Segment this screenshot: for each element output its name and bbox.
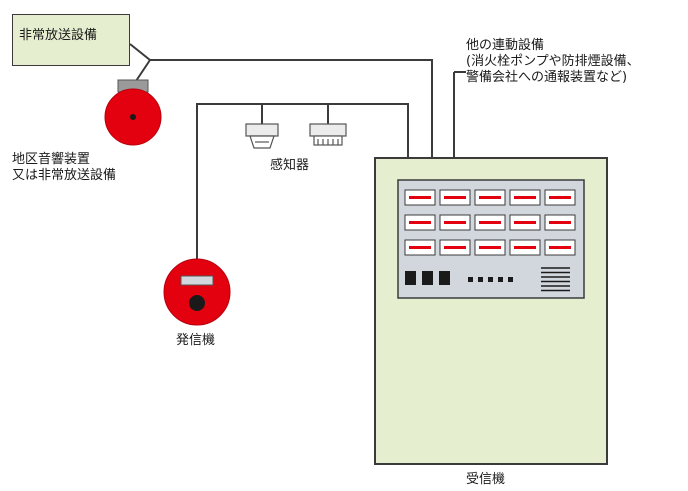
indicator-lamp bbox=[439, 239, 471, 256]
indicator-lamp bbox=[404, 214, 436, 231]
interlock-label-line-2: (消火栓ポンプや防排煙設備、 bbox=[466, 54, 640, 69]
bell-label-line-1: 地区音響装置 bbox=[12, 152, 91, 167]
indicator-lamp bbox=[544, 239, 576, 256]
heat-detector-icon bbox=[245, 123, 279, 149]
bell-label: 地区音響装置 又は非常放送設備 bbox=[12, 152, 116, 184]
transmitter-label: 発信機 bbox=[176, 333, 216, 348]
receiver-indicator-grid bbox=[404, 189, 576, 256]
wiring bbox=[129, 43, 466, 262]
indicator-lamp bbox=[439, 214, 471, 231]
indicator-lamp bbox=[404, 189, 436, 206]
receiver-vent-grille bbox=[541, 267, 570, 292]
interlock-label-line-3: 警備会社への通報装置など) bbox=[466, 70, 628, 85]
broadcast-equipment-box: 非常放送設備 bbox=[12, 14, 130, 66]
bell-label-line-2: 又は非常放送設備 bbox=[12, 168, 117, 183]
indicator-lamp bbox=[509, 239, 541, 256]
control-button bbox=[405, 271, 416, 285]
interlock-equipment-label: 他の連動設備 (消火栓ポンプや防排煙設備、 警備会社への通報装置など) bbox=[466, 38, 640, 86]
receiver-button-row bbox=[405, 271, 513, 285]
indicator-lamp bbox=[404, 239, 436, 256]
control-button bbox=[422, 271, 433, 285]
broadcast-wire bbox=[129, 43, 433, 158]
receiver-label: 受信機 bbox=[466, 472, 506, 487]
indicator-lamp bbox=[544, 189, 576, 206]
status-dot bbox=[488, 277, 493, 282]
status-dot bbox=[498, 277, 503, 282]
smoke-detector-icon bbox=[309, 123, 347, 146]
indicator-lamp bbox=[509, 189, 541, 206]
status-dot bbox=[478, 277, 483, 282]
control-button bbox=[439, 271, 450, 285]
broadcast-equipment-label: 非常放送設備 bbox=[19, 28, 98, 43]
status-dot bbox=[468, 277, 473, 282]
detector-label: 感知器 bbox=[270, 158, 310, 173]
indicator-lamp bbox=[474, 189, 506, 206]
interlock-label-line-1: 他の連動設備 bbox=[466, 38, 545, 53]
indicator-lamp bbox=[474, 239, 506, 256]
indicator-lamp bbox=[474, 214, 506, 231]
detector-loop-wire bbox=[196, 103, 409, 262]
status-dot bbox=[508, 277, 513, 282]
indicator-lamp bbox=[544, 214, 576, 231]
indicator-lamp bbox=[439, 189, 471, 206]
manual-call-point-icon bbox=[163, 258, 231, 326]
indicator-lamp bbox=[509, 214, 541, 231]
alarm-bell-icon bbox=[104, 79, 162, 146]
